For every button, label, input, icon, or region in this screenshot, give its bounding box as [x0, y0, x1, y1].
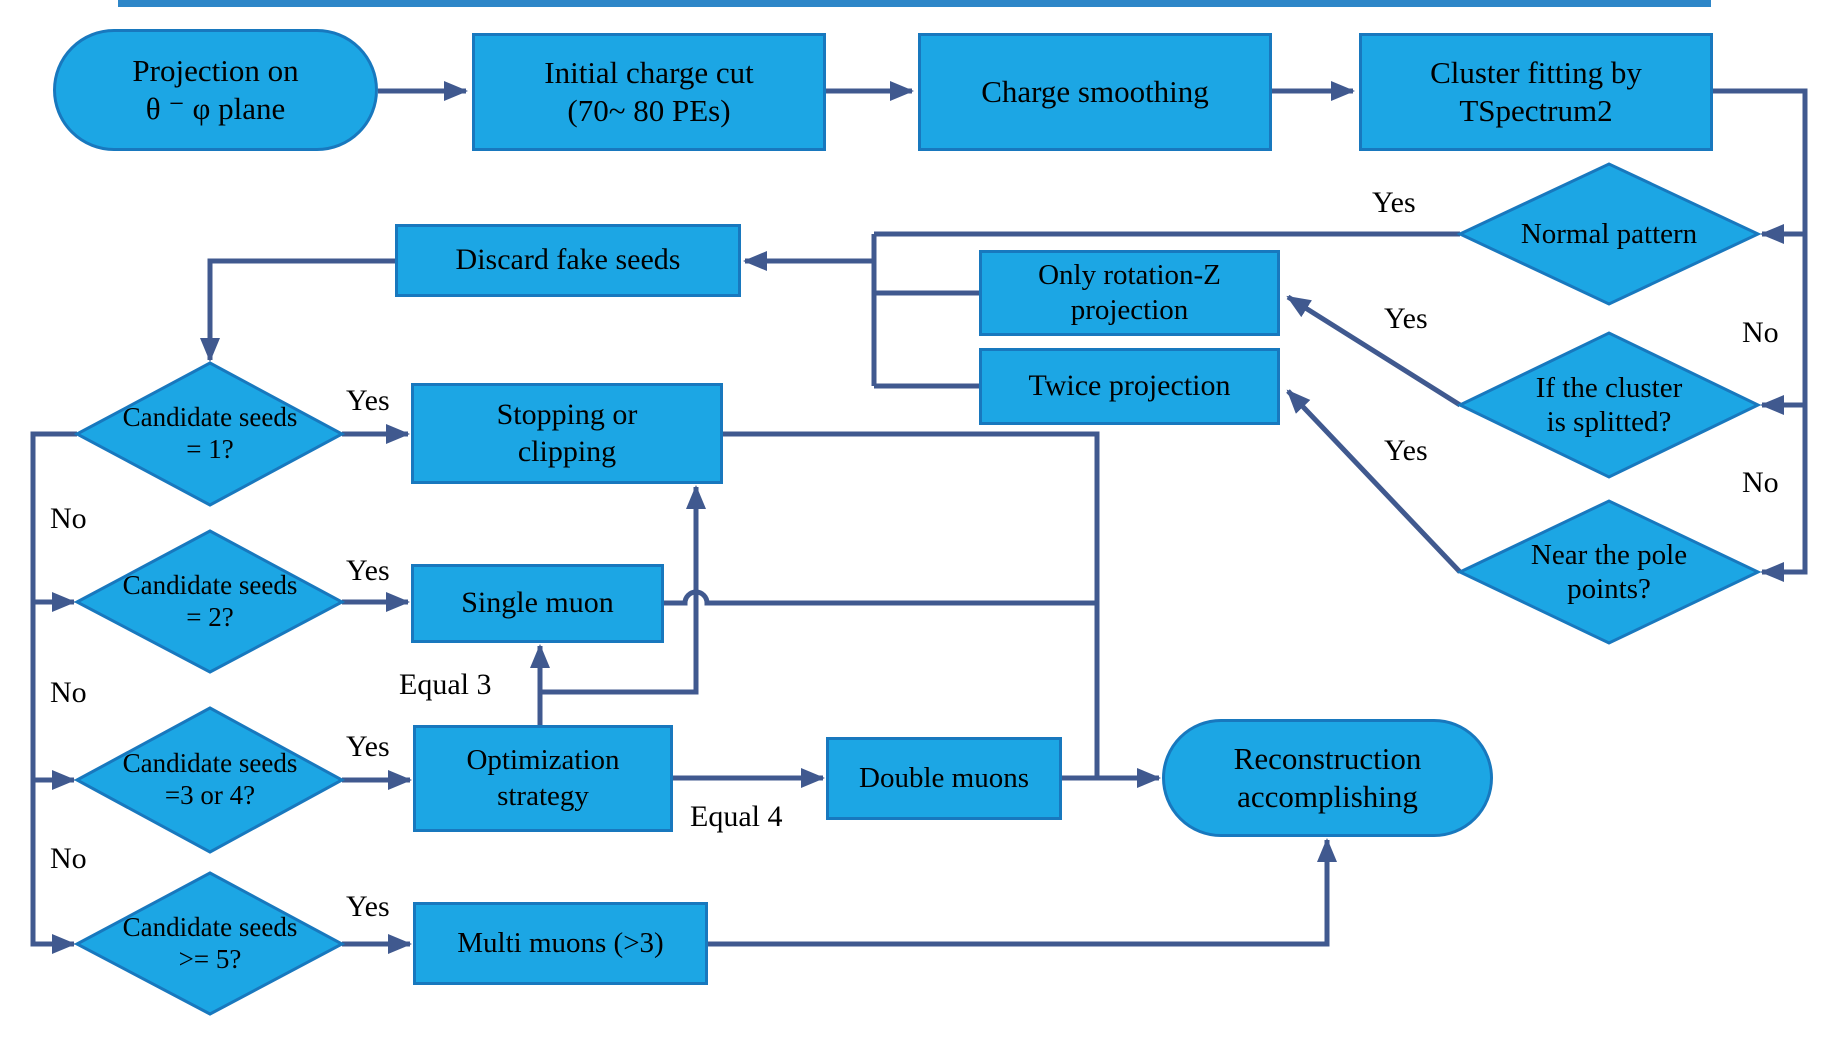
edge-label-seeds2-yes: Yes — [346, 554, 390, 587]
decision-near-pole-points: Near the pole points? — [1530, 538, 1688, 605]
decision-shapes — [73, 162, 1762, 1016]
decision-cluster-splitted: If the cluster is splitted? — [1535, 371, 1683, 438]
shape-seeds-5plus — [73, 871, 346, 1016]
edge-discard-to-seeds1 — [200, 258, 395, 362]
edges — [30, 81, 1808, 954]
edge-seeds1-no-to-seeds2 — [30, 431, 77, 612]
node-double-muons: Double muons — [826, 737, 1062, 820]
node-optimization-strategy: Optimization strategy — [413, 725, 673, 832]
node-stopping-or-clipping: Stopping or clipping — [411, 383, 723, 484]
edge-label-normal-pattern-yes: Yes — [1372, 186, 1416, 219]
edge-multi-to-reconstruction — [708, 838, 1337, 947]
decision-candidate-seeds-3-4: Candidate seeds =3 or 4? — [122, 748, 298, 810]
shape-near-pole — [1456, 499, 1762, 645]
node-cluster-fitting: Cluster fitting by TSpectrum2 — [1359, 33, 1713, 151]
node-only-rotation-z-projection: Only rotation-Z projection — [979, 250, 1280, 336]
shape-seeds-2 — [73, 529, 346, 674]
edge-label-equal-3: Equal 3 — [399, 668, 492, 701]
edge-stopping-out-and-bus — [723, 431, 1100, 778]
node-single-muon: Single muon — [411, 564, 664, 643]
edge-label-seeds2-no: No — [50, 676, 87, 709]
edge-cluster-fitting-to-normal-pattern — [1713, 88, 1808, 244]
edge-splitted-yes-to-rotation-z — [1286, 294, 1462, 408]
decision-candidate-seeds-2: Candidate seeds = 2? — [122, 570, 298, 632]
edge-label-seeds1-no: No — [50, 502, 87, 535]
edge-label-seeds34-no: No — [50, 842, 87, 875]
decision-normal-pattern: Normal pattern — [1520, 217, 1698, 250]
shape-cluster-splitted — [1456, 331, 1762, 479]
edge-label-splitted-yes: Yes — [1384, 302, 1428, 335]
edge-label-seeds1-yes: Yes — [346, 384, 390, 417]
node-discard-fake-seeds: Discard fake seeds — [395, 224, 741, 297]
edge-equal3-branch-to-stopping — [540, 485, 706, 695]
edge-pole-yes-to-twice-projection — [1286, 389, 1462, 574]
shape-seeds-1 — [73, 361, 346, 507]
edge-single-muon-out-with-hop — [664, 589, 1097, 606]
edge-label-seeds34-yes: Yes — [346, 730, 390, 763]
edge-splitted-no-to-pole — [1760, 405, 1808, 582]
node-twice-projection: Twice projection — [979, 348, 1280, 425]
decision-candidate-seeds-5plus: Candidate seeds >= 5? — [122, 912, 298, 974]
shape-seeds-3-4 — [73, 706, 346, 854]
node-charge-smoothing: Charge smoothing — [918, 33, 1272, 151]
node-projection: Projection on θ ⁻ φ plane — [53, 29, 378, 151]
shape-normal-pattern — [1456, 162, 1762, 306]
edge-label-pole-yes: Yes — [1384, 434, 1428, 467]
node-reconstruction-accomplishing: Reconstruction accomplishing — [1162, 719, 1493, 837]
edge-label-equal-4: Equal 4 — [690, 800, 783, 833]
node-multi-muons: Multi muons (>3) — [413, 902, 708, 985]
edge-label-seeds5-yes: Yes — [346, 890, 390, 923]
top-border-line — [118, 0, 1711, 7]
node-initial-charge-cut: Initial charge cut (70~ 80 PEs) — [472, 33, 826, 151]
edge-label-splitted-no: No — [1742, 466, 1779, 499]
decision-candidate-seeds-1: Candidate seeds = 1? — [122, 402, 298, 464]
edge-seeds34-no-to-seeds5 — [30, 780, 76, 954]
edge-label-normal-pattern-no: No — [1742, 316, 1779, 349]
